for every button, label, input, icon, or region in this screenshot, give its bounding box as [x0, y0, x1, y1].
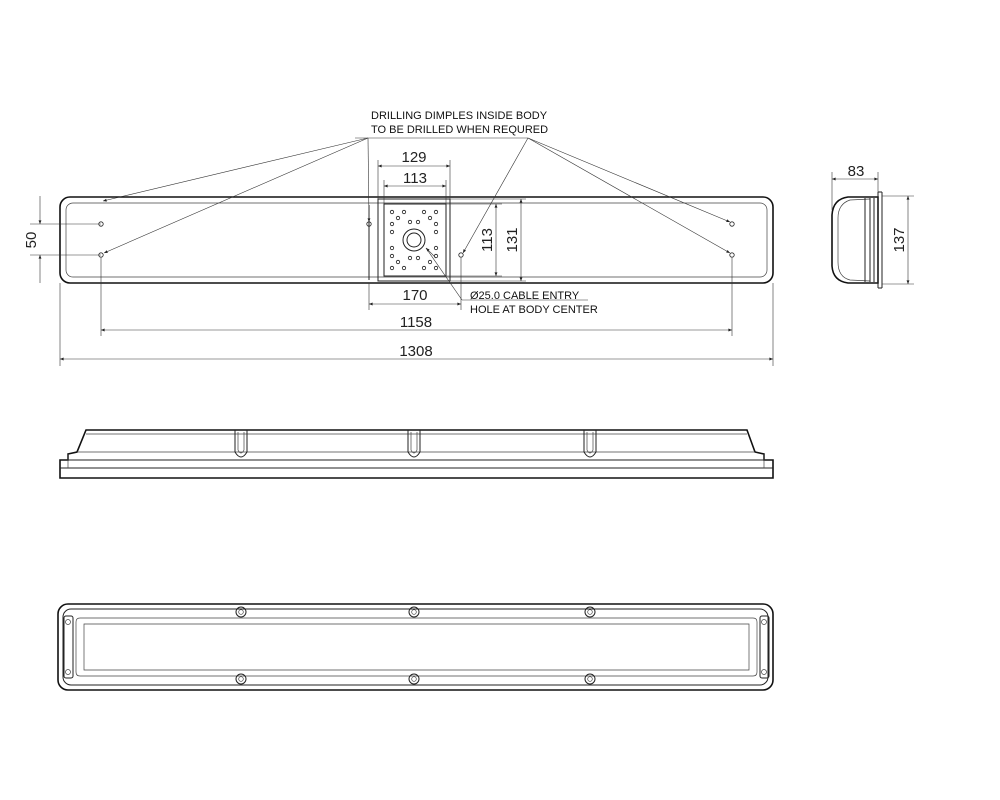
- plate-hole: [433, 265, 439, 271]
- corner-screw: [65, 619, 71, 625]
- side-clip: [234, 430, 248, 458]
- tray-screw: [584, 606, 596, 618]
- top-view: DRILLING DIMPLES INSIDE BODY TO BE DRILL…: [23, 110, 774, 366]
- dimple: [458, 252, 464, 258]
- dim-dimple-span: 1158: [400, 314, 432, 331]
- tray-outline: [57, 603, 774, 691]
- tray-screw: [235, 673, 247, 685]
- plate-hole: [389, 221, 395, 227]
- plate-hole: [389, 229, 395, 235]
- plate-hole: [415, 255, 421, 261]
- plate-hole: [415, 219, 421, 225]
- plate-hole: [395, 259, 401, 265]
- side-profile: [59, 429, 774, 479]
- plate-hole: [421, 265, 427, 271]
- dim-plate-inner-width: 113: [403, 170, 427, 187]
- plate-hole: [433, 245, 439, 251]
- plate-outer: [377, 198, 451, 282]
- dim-plate-offset: 170: [402, 287, 427, 304]
- plate-hole: [389, 245, 395, 251]
- side-clips: [234, 430, 597, 458]
- dimples-note-line2: TO BE DRILLED WHEN REQURED: [371, 124, 548, 136]
- plate-hole: [433, 229, 439, 235]
- dimple: [729, 252, 735, 258]
- tray-screw: [408, 673, 420, 685]
- plate-hole: [427, 215, 433, 221]
- dim-dimple-height: 50: [23, 232, 40, 249]
- plate-hole: [407, 219, 413, 225]
- tray-screw: [235, 606, 247, 618]
- plate-hole: [389, 265, 395, 271]
- dim-end-depth: 83: [848, 163, 865, 180]
- end-view: 83 137: [831, 163, 914, 289]
- tray-inner: [75, 617, 758, 677]
- dimple: [729, 221, 735, 227]
- end-profile: [831, 196, 879, 284]
- plate-hole: [401, 209, 407, 215]
- plate-inner: [383, 203, 447, 277]
- plate-hole: [421, 209, 427, 215]
- dim-end-height: 137: [891, 227, 908, 252]
- dim-overall-length: 1308: [399, 343, 432, 360]
- body-inner-outline: [65, 202, 768, 278]
- cable-leader: [425, 247, 463, 301]
- cable-entry-hole: [406, 232, 422, 248]
- plate-hole: [389, 209, 395, 215]
- dim-plate-inner-height: 113: [479, 228, 496, 252]
- plate-hole: [389, 253, 395, 259]
- tray-screw: [584, 673, 596, 685]
- mounting-plate: [368, 198, 451, 282]
- dimples-note-line1: DRILLING DIMPLES INSIDE BODY: [371, 110, 548, 122]
- dimple-leaders: [102, 137, 731, 254]
- dim-plate-outer-width: 129: [401, 149, 426, 166]
- drilling-dimples: [98, 221, 735, 258]
- dim-plate-outer-height: 131: [504, 227, 521, 252]
- cable-entry-hole-outer: [402, 228, 426, 252]
- side-view: [59, 429, 774, 479]
- tray-screws: [65, 606, 767, 685]
- corner-screw: [761, 619, 767, 625]
- body-outline: [59, 196, 774, 284]
- corner-screw: [761, 669, 767, 675]
- corner-screw: [65, 669, 71, 675]
- bottom-view: [57, 603, 774, 691]
- end-profile-inner: [837, 198, 871, 282]
- side-clip: [583, 430, 597, 458]
- plate-hole: [401, 265, 407, 271]
- plate-hole: [433, 221, 439, 227]
- tray-screw: [408, 606, 420, 618]
- cable-note-line1: Ø25.0 CABLE ENTRY: [470, 290, 580, 302]
- plate-hole: [407, 255, 413, 261]
- plate-holes: [389, 209, 439, 271]
- plate-hole: [427, 259, 433, 265]
- side-clip: [407, 430, 421, 458]
- cable-note-line2: HOLE AT BODY CENTER: [470, 304, 598, 316]
- plate-hole: [433, 209, 439, 215]
- plate-hole: [395, 215, 401, 221]
